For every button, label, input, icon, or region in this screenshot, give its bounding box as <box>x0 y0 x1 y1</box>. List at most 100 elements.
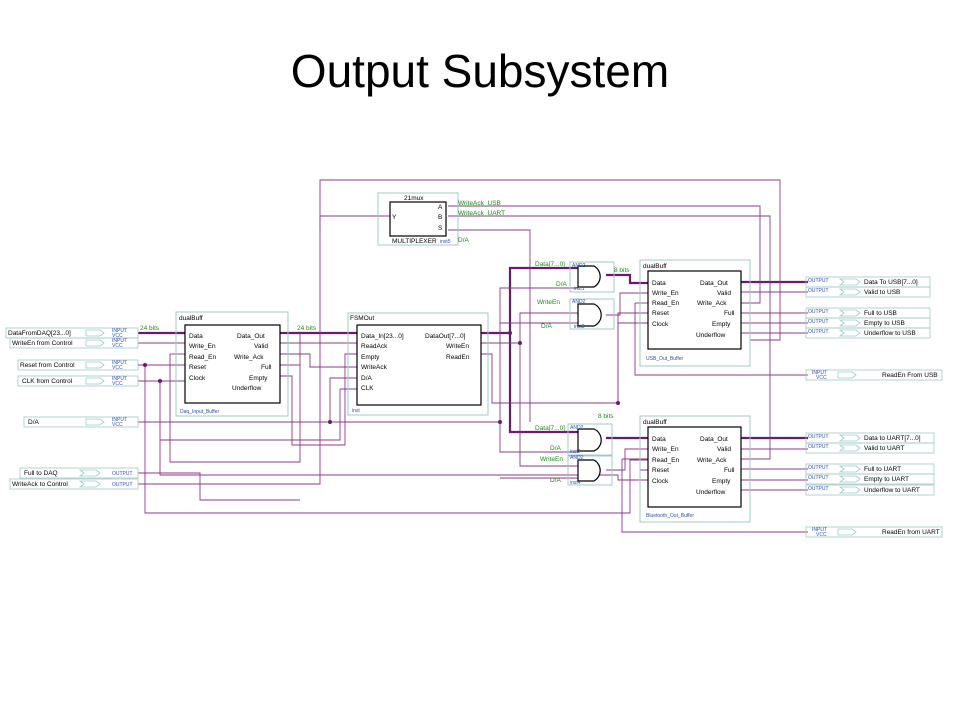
svg-text:INPUT: INPUT <box>112 417 127 423</box>
svg-text:dualBuff: dualBuff <box>643 419 667 426</box>
multiplexer-block: 21mux Y A B S MULTIPLEXER inst5 WriteAck… <box>377 192 505 246</box>
svg-text:OUTPUT: OUTPUT <box>808 319 829 325</box>
svg-text:ReadEn: ReadEn <box>446 354 470 361</box>
svg-text:Valid: Valid <box>717 446 731 453</box>
svg-text:Empty: Empty <box>712 321 731 328</box>
svg-text:AND2: AND2 <box>570 455 584 461</box>
svg-text:OUTPUT: OUTPUT <box>808 329 829 335</box>
output-pin-full-to-usb: OUTPUT Full to USB <box>805 307 931 319</box>
svg-text:Empty: Empty <box>361 354 380 361</box>
svg-text:Reset from Control: Reset from Control <box>20 362 75 369</box>
and-gate-usb-write: AND2 inst3 WriteEn D/A <box>537 298 615 330</box>
svg-text:Full to UART: Full to UART <box>864 466 901 473</box>
svg-text:Data: Data <box>652 436 666 443</box>
svg-text:VCC: VCC <box>112 343 123 349</box>
svg-text:Valid to USB: Valid to USB <box>864 289 900 296</box>
svg-text:OUTPUT: OUTPUT <box>808 288 829 294</box>
svg-text:D/A: D/A <box>550 477 562 484</box>
svg-text:Data To USB[7...0]: Data To USB[7...0] <box>864 279 918 286</box>
svg-text:Full: Full <box>724 310 735 317</box>
svg-text:WriteAck to Control: WriteAck to Control <box>12 481 68 488</box>
svg-text:INPUT: INPUT <box>812 370 827 376</box>
svg-text:inst: inst <box>352 408 360 414</box>
svg-text:D/A: D/A <box>28 419 40 426</box>
daq-input-buffer: dualBuff Data Write_En Read_En Reset Clo… <box>140 311 317 417</box>
svg-text:24 bits: 24 bits <box>140 325 160 332</box>
svg-text:A: A <box>438 204 443 211</box>
svg-text:Clock: Clock <box>189 375 206 382</box>
svg-text:Write_Ack: Write_Ack <box>697 457 727 464</box>
svg-text:Clock: Clock <box>652 478 669 485</box>
svg-text:Write_Ack: Write_Ack <box>697 300 727 307</box>
bus-label-uart: 8 bits <box>598 413 614 420</box>
svg-text:FSMOut: FSMOut <box>350 315 374 322</box>
svg-text:Data_Out: Data_Out <box>700 280 728 287</box>
output-pin-data-to-usb: OUTPUT Data To USB[7...0] <box>805 276 931 288</box>
svg-text:Underflow: Underflow <box>696 489 726 496</box>
svg-text:INPUT: INPUT <box>112 328 127 334</box>
svg-text:Empty to USB: Empty to USB <box>864 320 905 327</box>
svg-text:24 bits: 24 bits <box>297 325 317 332</box>
svg-text:OUTPUT: OUTPUT <box>112 471 133 477</box>
svg-text:inst2: inst2 <box>570 449 581 455</box>
svg-text:VCC: VCC <box>112 365 123 371</box>
svg-text:Read_En: Read_En <box>652 300 679 307</box>
svg-text:INPUT: INPUT <box>112 338 127 344</box>
wires <box>138 179 808 533</box>
svg-text:AND2: AND2 <box>572 299 586 305</box>
svg-text:MULTIPLEXER: MULTIPLEXER <box>392 238 437 245</box>
svg-text:Underflow to USB: Underflow to USB <box>864 330 916 337</box>
and-gate-uart-write: AND2 inst4 WriteEn D/A <box>540 454 613 486</box>
svg-text:AND2: AND2 <box>570 425 584 431</box>
svg-text:CLK from Control: CLK from Control <box>22 378 73 385</box>
output-pin-valid-to-usb: OUTPUT Valid to USB <box>805 286 931 298</box>
svg-text:Valid: Valid <box>254 343 268 350</box>
svg-text:Data[7...0]: Data[7...0] <box>535 261 565 268</box>
svg-text:USB_Out_Buffer: USB_Out_Buffer <box>646 356 683 362</box>
svg-text:VCC: VCC <box>112 333 123 339</box>
svg-text:inst4: inst4 <box>570 480 581 486</box>
svg-text:Full: Full <box>261 364 272 371</box>
svg-text:WriteEn from Control: WriteEn from Control <box>12 340 73 347</box>
svg-text:Reset: Reset <box>652 310 669 317</box>
svg-text:Reset: Reset <box>189 364 206 371</box>
svg-text:OUTPUT: OUTPUT <box>112 482 133 488</box>
svg-text:D/A: D/A <box>541 323 553 330</box>
and-gate-usb-data: AND2 inst1 Data[7...0] D/A <box>535 261 615 293</box>
svg-text:OUTPUT: OUTPUT <box>808 444 829 450</box>
svg-text:Underflow: Underflow <box>232 385 262 392</box>
svg-text:Y: Y <box>392 214 397 221</box>
slide-title: Output Subsystem <box>290 45 670 97</box>
svg-text:Reset: Reset <box>652 467 669 474</box>
svg-text:Data_Out: Data_Out <box>700 436 728 443</box>
svg-text:Read_En: Read_En <box>652 457 679 464</box>
svg-text:D/A: D/A <box>550 445 562 452</box>
svg-text:ReadEn from UART: ReadEn from UART <box>882 529 940 536</box>
svg-text:VCC: VCC <box>816 375 827 381</box>
svg-text:dualBuff: dualBuff <box>643 263 667 270</box>
output-pin-valid-to-uart: OUTPUT Valid to UART <box>805 442 935 454</box>
svg-text:Empty to UART: Empty to UART <box>864 476 909 483</box>
svg-text:Write_En: Write_En <box>189 343 216 350</box>
svg-text:S: S <box>438 225 443 232</box>
svg-text:dualBuff: dualBuff <box>179 315 203 322</box>
svg-text:OUTPUT: OUTPUT <box>808 309 829 315</box>
svg-text:DataOut[7...0]: DataOut[7...0] <box>425 333 466 340</box>
bus-label-usb: 8 bits <box>614 267 630 274</box>
svg-text:Full: Full <box>724 467 735 474</box>
svg-text:INPUT: INPUT <box>112 360 127 366</box>
output-pin-underflow-to-uart: OUTPUT Underflow to UART <box>805 484 935 496</box>
right-io-pins: OUTPUT Data To USB[7...0] OUTPUT Valid t… <box>805 276 943 538</box>
svg-text:Data: Data <box>189 333 203 340</box>
output-pin-empty-to-uart: OUTPUT Empty to UART <box>805 473 935 485</box>
svg-text:Write_Ack: Write_Ack <box>234 354 264 361</box>
svg-text:Write_En: Write_En <box>652 290 679 297</box>
input-pin-readen-from-usb: INPUT VCC ReadEn From USB <box>805 369 943 381</box>
input-pin-da: D/A INPUT VCC <box>23 416 139 428</box>
output-pin-empty-to-usb: OUTPUT Empty to USB <box>805 317 931 329</box>
svg-text:Valid to UART: Valid to UART <box>864 445 905 452</box>
svg-text:Read_En: Read_En <box>189 354 216 361</box>
svg-text:inst1: inst1 <box>574 286 585 292</box>
svg-text:OUTPUT: OUTPUT <box>808 434 829 440</box>
